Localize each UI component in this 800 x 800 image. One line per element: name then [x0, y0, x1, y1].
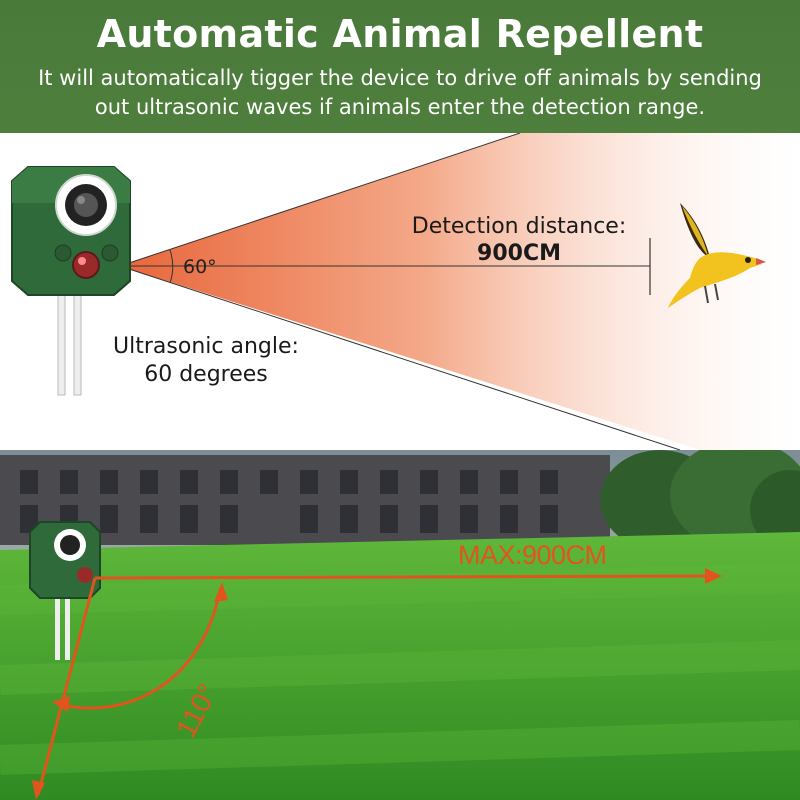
ultrasonic-angle-label: Ultrasonic angle: 60 degrees: [96, 333, 316, 389]
detection-distance-label: Detection distance: 900CM: [384, 213, 654, 267]
angle-small-label: 60°: [183, 256, 217, 278]
pir-sensor-icon: [72, 251, 100, 279]
bird-icon: [668, 203, 766, 308]
lawn-scene: MAX:900CM 110°: [0, 450, 800, 800]
detection-distance-value: 900CM: [477, 241, 561, 266]
ultrasonic-cone: [119, 133, 800, 450]
arrow-head: [705, 568, 722, 584]
ultrasonic-angle-value: 60 degrees: [144, 362, 268, 387]
arrow-head: [214, 582, 228, 602]
cone-edge-bottom: [119, 265, 681, 450]
header-banner: Automatic Animal Repellent It will autom…: [0, 0, 800, 133]
tree: [750, 470, 800, 550]
lawn-illustration: [0, 450, 800, 800]
angle-edge-arrow: [36, 577, 97, 796]
page-title: Automatic Animal Repellent: [96, 12, 704, 56]
detection-distance-text: Detection distance:: [411, 214, 627, 239]
angle-arc: [57, 589, 222, 710]
cone-shape: [120, 133, 800, 450]
arrow-head: [32, 780, 45, 800]
range-arrow: [94, 574, 716, 580]
repellent-device: [11, 166, 131, 396]
angle-arc: [169, 249, 174, 284]
arrow-head: [52, 696, 70, 712]
max-distance-label: MAX:900CM: [458, 540, 607, 570]
detection-diagram: Detection distance: 900CM 60° Ultrasonic…: [0, 133, 800, 450]
page-subtitle: It will automatically tigger the device …: [38, 66, 762, 119]
pir-sensor-icon: [77, 567, 93, 583]
ultrasonic-angle-text: Ultrasonic angle:: [113, 334, 299, 359]
grass: [0, 532, 800, 800]
repellent-device-small: [29, 521, 101, 660]
cone-edge-top: [119, 133, 521, 267]
